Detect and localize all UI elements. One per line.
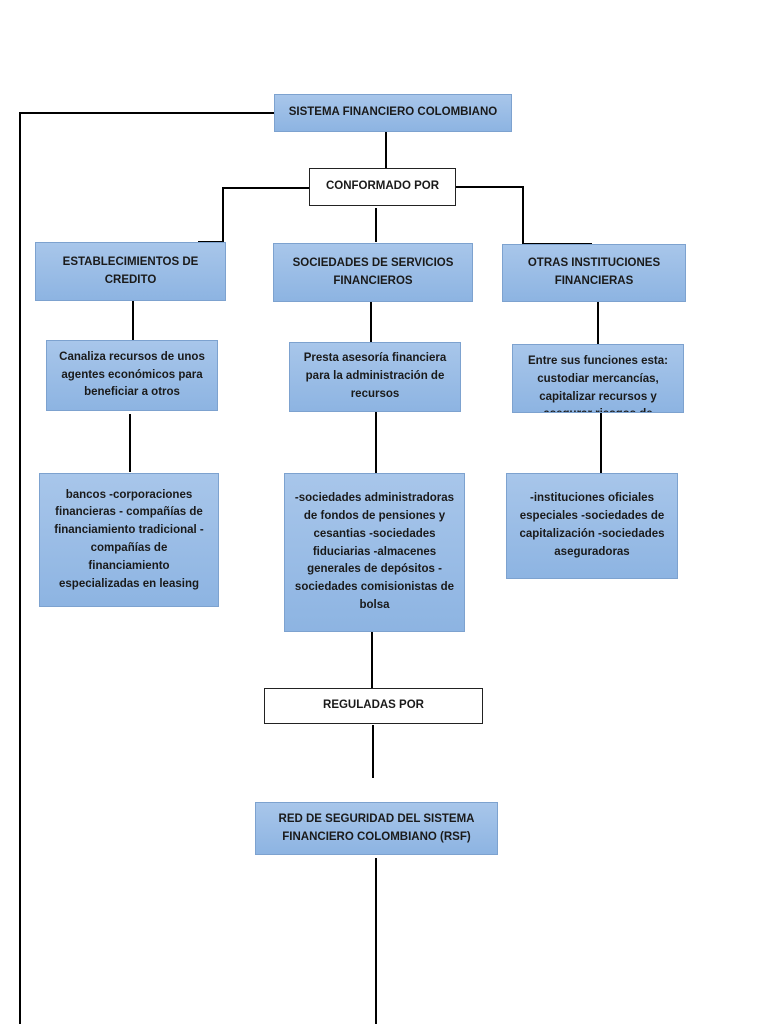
conformado-to-col1-line: [198, 187, 309, 243]
otras-instituciones-node: OTRAS INSTITUCIONES FINANCIERAS: [502, 244, 686, 302]
sociedades-description: Presta asesoría financiera para la admin…: [289, 342, 461, 412]
reguladas-por-node: REGULADAS POR: [264, 688, 483, 724]
establecimientos-credito-node: ESTABLECIMIENTOS DE CREDITO: [35, 242, 226, 301]
root-node: SISTEMA FINANCIERO COLOMBIANO: [274, 94, 512, 132]
sociedades-servicios-node: SOCIEDADES DE SERVICIOS FINANCIEROS: [273, 243, 473, 302]
conformado-to-col3-line: [456, 186, 592, 245]
rsf-node: RED DE SEGURIDAD DEL SISTEMA FINANCIERO …: [255, 802, 498, 855]
otras-instituciones-description: Entre sus funciones esta: custodiar merc…: [512, 344, 684, 413]
left-loop-connector: [19, 112, 274, 1024]
otras-instituciones-list: -instituciones oficiales especiales -soc…: [506, 473, 678, 579]
conformado-por-node: CONFORMADO POR: [309, 168, 456, 206]
establecimientos-description: Canaliza recursos de unos agentes económ…: [46, 340, 218, 411]
establecimientos-list: bancos -corporaciones financieras - comp…: [39, 473, 219, 607]
sociedades-list: -sociedades administradoras de fondos de…: [284, 473, 465, 632]
